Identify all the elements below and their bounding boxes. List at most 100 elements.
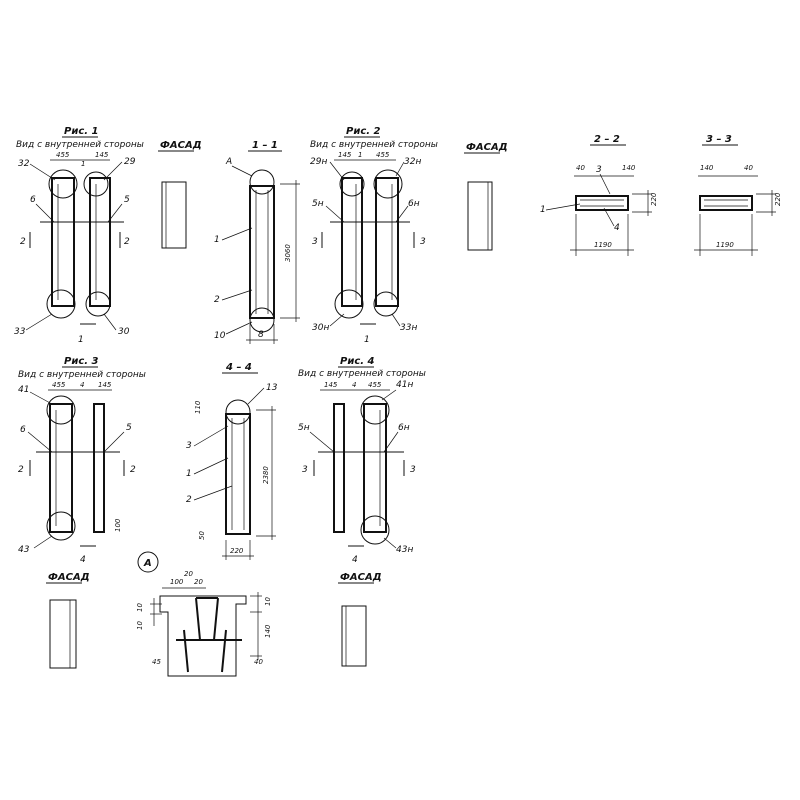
fig4-mark-3-left: 3 <box>302 465 308 475</box>
nodeA-dim-10a: 10 <box>136 603 144 612</box>
fig4-mark-41n: 41н <box>396 380 413 390</box>
sec22-dim-140: 140 <box>622 164 636 172</box>
sec22-mark-3: 3 <box>596 165 602 175</box>
sec22-mark-1: 1 <box>540 205 546 215</box>
sec44-width: 220 <box>230 547 244 555</box>
fig2-subtitle: Вид с внутренней стороны <box>310 140 438 150</box>
sec44-mark-1: 1 <box>186 469 192 479</box>
fig2-title: Рис. 2 <box>346 126 381 137</box>
nodeA-dim-40: 40 <box>254 658 263 666</box>
fig4-subtitle: Вид с внутренней стороны <box>298 369 426 379</box>
node-A-circle <box>137 551 159 573</box>
nodeA-dim-20a: 20 <box>184 570 193 578</box>
sec33-depth: 220 <box>774 192 782 206</box>
fig2-mark-29n: 29н <box>310 157 327 167</box>
fig4-mark-5n: 5н <box>298 423 310 433</box>
fig2-mark-30n: 30н <box>312 323 329 333</box>
figure-1: Рис. 1 Вид с внутренней стороны 455 145 … <box>14 126 202 345</box>
sec33-dim-40: 40 <box>744 164 753 172</box>
section-3-3: 3 – 3 140 40 1190 220 <box>694 134 782 256</box>
fig1-mark-33: 33 <box>14 327 26 337</box>
sec11-height: 3060 <box>284 244 292 262</box>
fig4-mark-6n: 6н <box>398 423 410 433</box>
figure-4: Рис. 4 Вид с внутренней стороны 145 4 45… <box>298 356 426 667</box>
fig2-mark-1: 1 <box>364 335 370 345</box>
sec22-title: 2 – 2 <box>594 134 620 145</box>
node-A: A 100 20 20 10 10 10 140 40 45 <box>136 551 272 677</box>
fig3-dim-455: 455 <box>52 381 66 389</box>
fig1-mark-6: 6 <box>30 195 36 205</box>
fig4-facade-panel <box>341 605 367 667</box>
fig2-mark-32n: 32н <box>404 157 421 167</box>
nodeA-dim-140: 140 <box>264 624 272 638</box>
fig3-left-rib <box>49 403 73 533</box>
sec22-depth: 220 <box>650 192 658 206</box>
nodeA-dim-10b: 10 <box>136 621 144 630</box>
fig4-right-rib <box>363 403 387 533</box>
fig4-mark-4: 4 <box>352 555 358 565</box>
fig4-mark-43n: 43н <box>396 545 413 555</box>
fig2-mark-3-left: 3 <box>312 237 318 247</box>
section-1-1: 1 – 1 A 1 2 10 8 3060 <box>214 140 300 344</box>
nodeA-outline <box>159 595 247 677</box>
fig3-subtitle: Вид с внутренней стороны <box>18 370 146 380</box>
sec44-mark-2: 2 <box>186 495 192 505</box>
fig1-dim-145: 145 <box>95 151 109 159</box>
fig3-mark-2-left: 2 <box>18 465 24 475</box>
figure-3: Рис. 3 Вид с внутренней стороны 455 4 14… <box>18 356 146 669</box>
fig4-dim-455: 455 <box>368 381 382 389</box>
fig4-left-rib <box>333 403 345 533</box>
fig1-title: Рис. 1 <box>64 126 99 137</box>
fig4-title: Рис. 4 <box>340 356 375 367</box>
nodeA-dim-100: 100 <box>170 578 184 586</box>
sec11-mark-10: 10 <box>214 331 226 341</box>
fig2-mark-33n: 33н <box>400 323 417 333</box>
sec11-title: 1 – 1 <box>252 140 278 151</box>
fig2-facade-title: ФАСАД <box>466 142 508 153</box>
fig1-right-rib <box>89 177 111 307</box>
fig3-mark-6: 6 <box>20 425 26 435</box>
nodeA-dim-20b: 20 <box>194 578 203 586</box>
fig3-dim-4: 4 <box>80 381 84 389</box>
sec44-top-dim: 110 <box>194 400 202 414</box>
fig1-facade-panel <box>161 181 187 249</box>
fig1-mark-5: 5 <box>124 195 130 205</box>
sec11-mark-1: 1 <box>214 235 220 245</box>
fig3-facade-panel <box>49 599 77 669</box>
sec22-mark-4: 4 <box>614 223 620 233</box>
fig1-mark-1: 1 <box>78 335 84 345</box>
fig1-mark-29: 29 <box>124 157 136 167</box>
fig3-dim-145: 145 <box>98 381 112 389</box>
fig2-mark-3-right: 3 <box>420 237 426 247</box>
fig3-side-dim: 100 <box>114 518 122 532</box>
fig2-left-rib <box>341 177 363 307</box>
sec22-width: 1190 <box>594 241 612 249</box>
sec22-body <box>575 195 629 211</box>
node-A-label: A <box>143 558 152 569</box>
nodeA-dim-10c: 10 <box>264 597 272 606</box>
sec11-mark-A: A <box>225 157 232 167</box>
fig2-dim-1: 1 <box>358 151 362 159</box>
fig3-mark-2-right: 2 <box>130 465 136 475</box>
fig2-dim-455: 455 <box>376 151 390 159</box>
fig2-dim-145: 145 <box>338 151 352 159</box>
fig2-mark-5n: 5н <box>312 199 324 209</box>
fig1-mark-2-right: 2 <box>124 237 130 247</box>
fig3-facade-title: ФАСАД <box>48 572 90 583</box>
fig1-dim-455: 455 <box>56 151 70 159</box>
sec33-width: 1190 <box>716 241 734 249</box>
fig4-dim-145: 145 <box>324 381 338 389</box>
fig3-mark-5: 5 <box>126 423 132 433</box>
fig2-right-rib <box>375 177 399 307</box>
fig1-mark-30: 30 <box>118 327 130 337</box>
fig3-mark-4: 4 <box>80 555 86 565</box>
section-2-2: 2 – 2 40 3 140 1 4 1190 220 <box>540 134 658 256</box>
fig4-mark-3-right: 3 <box>410 465 416 475</box>
fig1-subtitle: Вид с внутренней стороны <box>16 140 144 150</box>
fig1-facade-title: ФАСАД <box>160 140 202 151</box>
fig1-mark-2-left: 2 <box>20 237 26 247</box>
fig4-dim-4: 4 <box>352 381 356 389</box>
nodeA-dim-45: 45 <box>152 658 161 666</box>
